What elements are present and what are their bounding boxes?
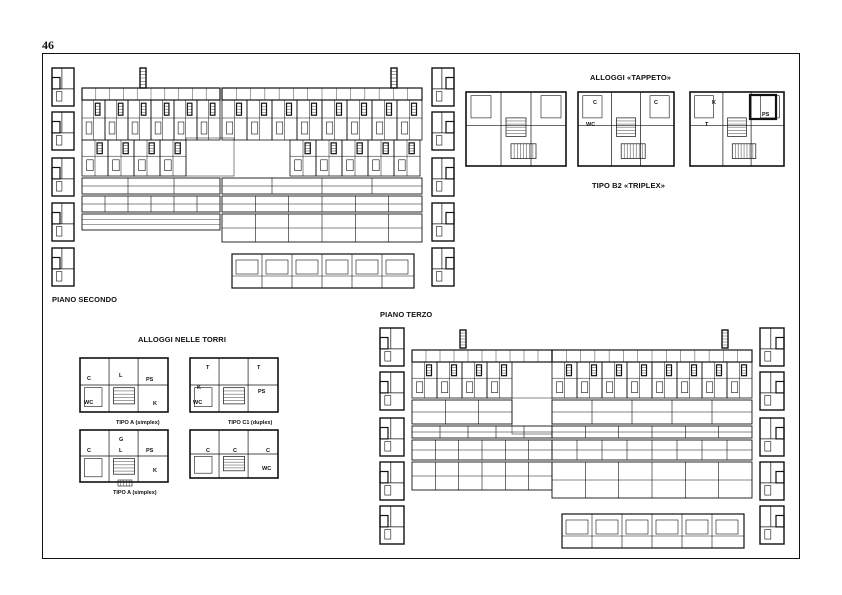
room-label-c: C xyxy=(654,100,658,106)
tipo-a-caption-2: TIPO A (simplex) xyxy=(113,490,157,496)
room-label-t: T xyxy=(257,365,261,371)
tipo-a-caption-1: TIPO A (simplex) xyxy=(116,420,160,426)
room-label-k: K xyxy=(712,100,716,106)
room-label-l: L xyxy=(119,373,123,379)
room-label-c: C xyxy=(266,448,270,454)
room-label-ps: PS xyxy=(762,112,770,118)
room-label-c: C xyxy=(593,100,597,106)
drawing-frame xyxy=(42,53,800,559)
piano-terzo-title: PIANO TERZO xyxy=(380,310,433,319)
room-label-wc: WC xyxy=(193,400,203,406)
room-label-t: T xyxy=(705,122,709,128)
alloggi-tappeto-title: ALLOGGI «TAPPETO» xyxy=(590,73,672,82)
room-label-ps: PS xyxy=(146,448,154,454)
room-label-c: C xyxy=(87,448,91,454)
room-label-t: T xyxy=(206,365,210,371)
room-label-wc: WC xyxy=(262,466,272,472)
room-label-c: C xyxy=(233,448,237,454)
alloggi-torri-title: ALLOGGI NELLE TORRI xyxy=(138,335,227,344)
piano-secondo-title: PIANO SECONDO xyxy=(52,295,118,304)
room-label-c: C xyxy=(87,376,91,382)
room-label-k: K xyxy=(197,385,201,391)
page-number: 46 xyxy=(42,38,54,52)
tipo-c1-caption: TIPO C1 (duplex) xyxy=(228,420,273,426)
room-label-g: G xyxy=(119,437,124,443)
room-label-l: L xyxy=(119,448,123,454)
room-label-ps: PS xyxy=(258,389,266,395)
room-label-k: K xyxy=(153,401,157,407)
room-label-ps: PS xyxy=(146,377,154,383)
room-label-wc: WC xyxy=(84,400,94,406)
room-label-c: C xyxy=(206,448,210,454)
tipo-b2-title: TIPO B2 «TRIPLEX» xyxy=(592,181,665,190)
room-label-k: K xyxy=(153,468,157,474)
room-label-wc: WC xyxy=(586,122,596,128)
